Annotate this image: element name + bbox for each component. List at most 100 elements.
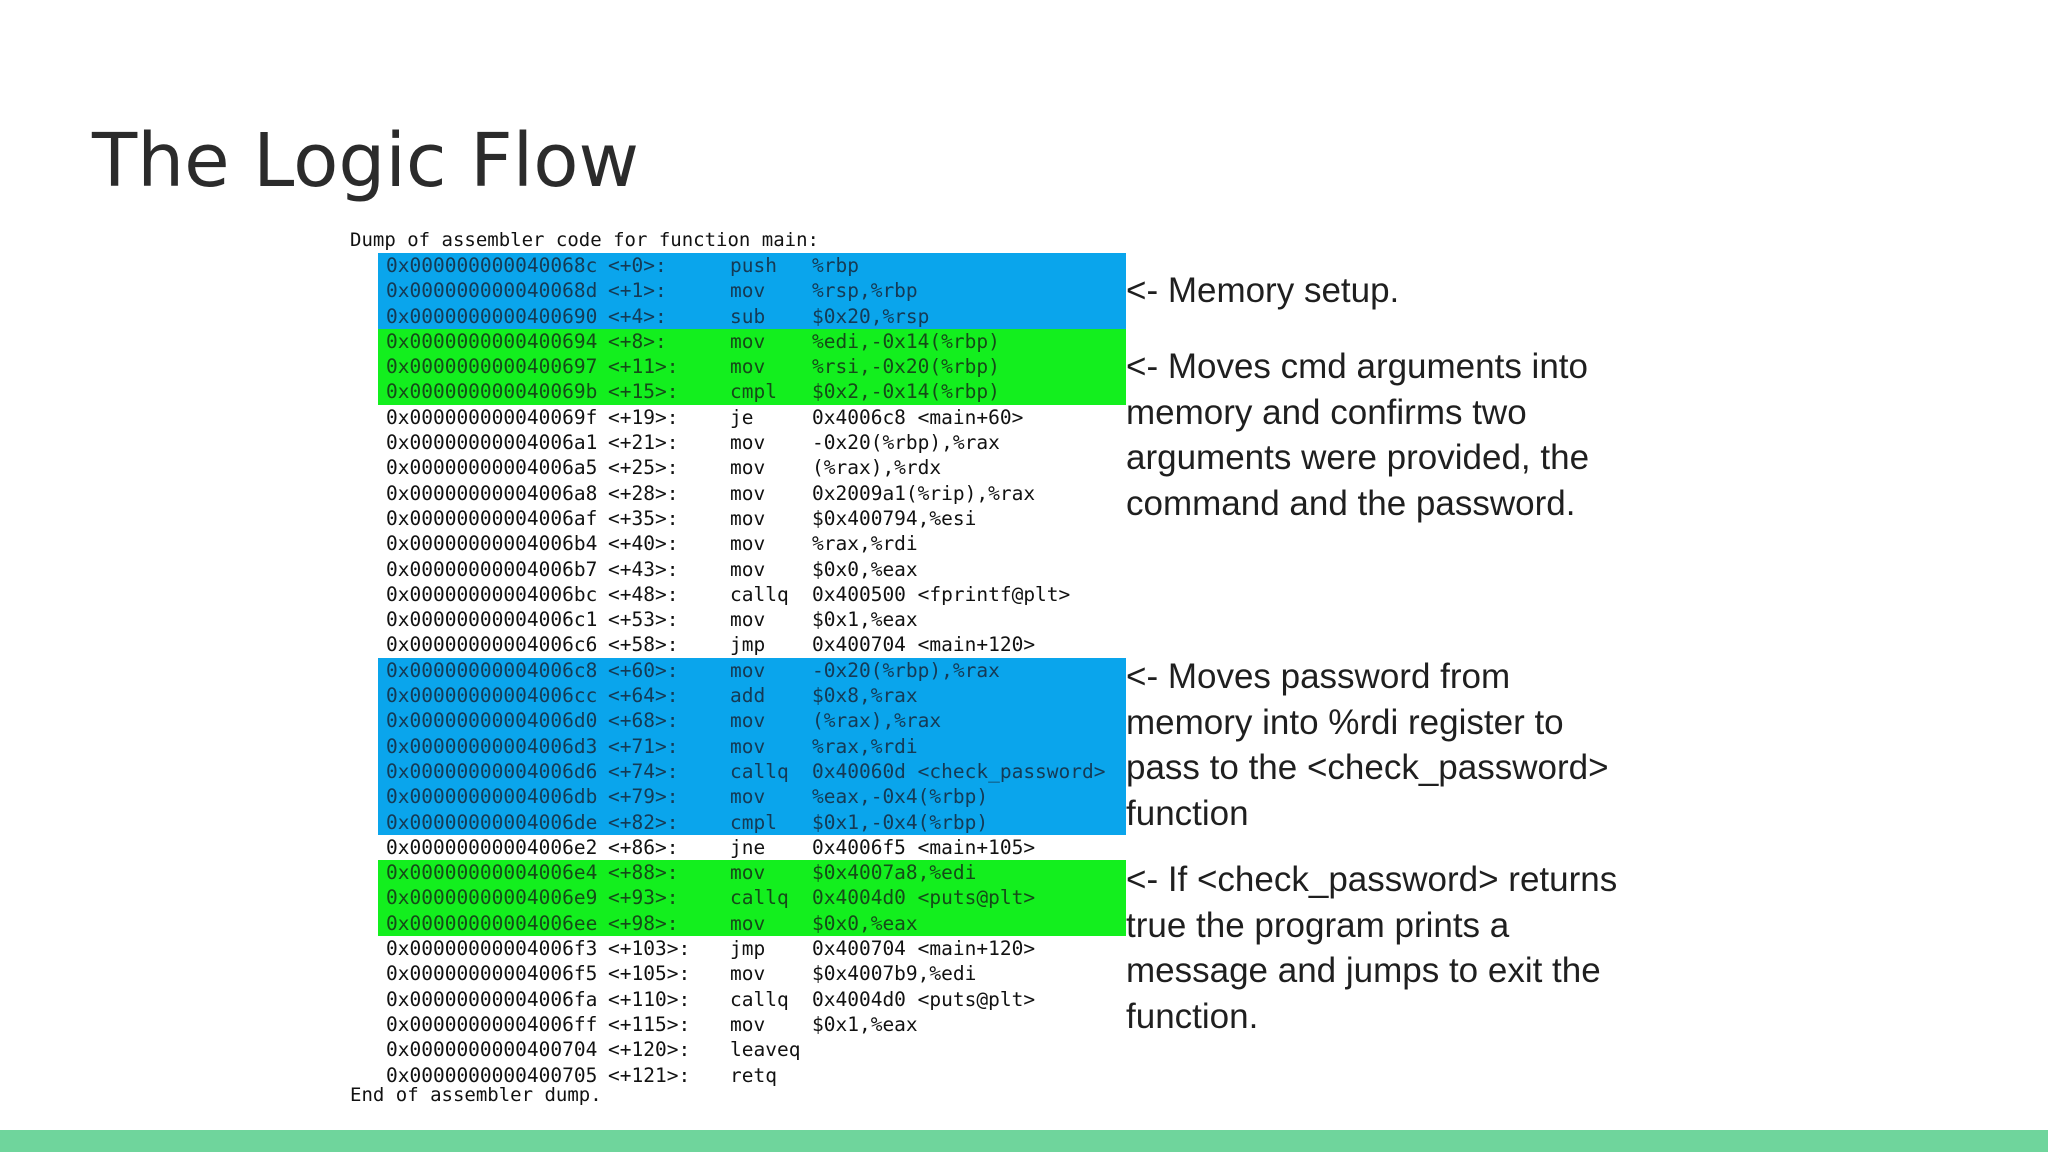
instruction-offset: <+64>: — [608, 684, 679, 708]
instruction-address: 0x00000000004006de — [386, 810, 598, 834]
instruction-operands: %rsp,%rbp — [812, 279, 918, 303]
instruction-address: 0x00000000004006d6 — [386, 759, 598, 783]
instruction-opcode: sub — [730, 304, 766, 328]
instruction-operands: 0x4004d0 <puts@plt> — [812, 987, 1036, 1011]
instruction-offset: <+68>: — [608, 709, 679, 733]
instruction-operands: -0x20(%rbp),%rax — [812, 658, 1000, 682]
instruction-opcode: jne — [730, 835, 766, 859]
instruction-offset: <+25>: — [608, 456, 679, 480]
instruction-offset: <+79>: — [608, 785, 679, 809]
instruction-operands: $0x20,%rsp — [812, 304, 930, 328]
instruction-offset: <+93>: — [608, 886, 679, 910]
instruction-operands: (%rax),%rdx — [812, 456, 942, 480]
instruction-operands: 0x40060d <check_password> — [812, 759, 1106, 783]
instruction-operands: %edi,-0x14(%rbp) — [812, 329, 1000, 353]
assembly-line: 0x00000000004006af<+35>:mov$0x400794,%es… — [378, 506, 1126, 531]
instruction-operands: $0x4007b9,%edi — [812, 962, 977, 986]
assembly-line: 0x00000000004006d6 <+74>: callq 0x40060d <c… — [378, 758, 1126, 785]
instruction-opcode: mov — [730, 506, 766, 530]
instruction-opcode: mov — [730, 608, 766, 632]
instruction-operands: $0x0,%eax — [812, 911, 918, 935]
instruction-opcode: je — [730, 405, 754, 429]
instruction-operands: $0x4007a8,%edi — [812, 861, 977, 885]
instruction-operands: 0x4004d0 <puts@plt> — [812, 886, 1036, 910]
instruction-address: 0x00000000004006d3 — [386, 734, 598, 758]
assembly-line: 0x00000000004006a5<+25>:mov(%rax),%rdx — [378, 455, 1126, 480]
instruction-offset: <+74>: — [608, 759, 679, 783]
assembly-line: 0x00000000004006cc<+64>:add$0x8,%rax — [378, 683, 1126, 709]
instruction-address: 0x00000000004006c1 — [386, 608, 598, 632]
assembly-line: 0x000000000040069b<+15>:cmpl$0x2,-0x14(%… — [378, 379, 1126, 405]
instruction-opcode: jmp — [730, 937, 766, 961]
instruction-address: 0x00000000004006bc — [386, 582, 598, 606]
assembly-line: 0x0000000000400690 <+4>: sub $0x20,%rsp — [378, 303, 1126, 329]
instruction-opcode: mov — [730, 431, 766, 455]
instruction-opcode: mov — [730, 709, 766, 733]
instruction-opcode: mov — [730, 279, 766, 303]
instruction-address: 0x000000000040069f — [386, 405, 598, 429]
instruction-opcode: add — [730, 684, 766, 708]
annotation-check-result: <- If <check_password> returns true the … — [1126, 860, 1618, 1036]
instruction-address: 0x00000000004006f3 — [386, 937, 598, 961]
instruction-address: 0x00000000004006a5 — [386, 456, 598, 480]
instruction-operands: $0x8,%rax — [812, 684, 918, 708]
instruction-address: 0x00000000004006ee — [386, 911, 598, 935]
instruction-operands: $0x0,%eax — [812, 557, 918, 581]
instruction-operands: %rax,%rdi — [812, 532, 918, 556]
instruction-opcode: mov — [730, 861, 766, 885]
instruction-opcode: mov — [730, 911, 766, 935]
assembly-line: 0x0000000000400704<+120>:leaveq — [378, 1037, 1126, 1062]
instruction-address: 0x00000000004006e4 — [386, 861, 598, 885]
instruction-address: 0x00000000004006db — [386, 785, 598, 809]
instruction-opcode: mov — [730, 1012, 766, 1036]
instruction-address: 0x00000000004006fa — [386, 987, 598, 1011]
instruction-opcode: mov — [730, 785, 766, 809]
instruction-offset: <+98>: — [608, 911, 679, 935]
instruction-offset: <+4>: — [608, 304, 667, 328]
instruction-operands: $0x1,%eax — [812, 608, 918, 632]
annotation-memory-setup: <- Memory setup. — [1126, 271, 1400, 310]
instruction-opcode: callq — [730, 759, 789, 783]
assembly-line: 0x0000000000400697<+11>:mov%rsi,-0x20(%r… — [378, 354, 1126, 380]
instruction-address: 0x000000000040068c — [386, 254, 598, 277]
instruction-operands: $0x1,%eax — [812, 1012, 918, 1036]
instruction-opcode: retq — [730, 1063, 777, 1087]
instruction-opcode: mov — [730, 734, 766, 758]
instruction-address: 0x000000000040069b — [386, 380, 598, 404]
instruction-operands: %rsi,-0x20(%rbp) — [812, 355, 1000, 379]
assembly-line: 0x00000000004006a1<+21>:mov-0x20(%rbp),%… — [378, 430, 1126, 455]
footer-accent-bar — [0, 1130, 2048, 1152]
instruction-address: 0x000000000040068d — [386, 279, 598, 303]
instruction-opcode: mov — [730, 481, 766, 505]
instruction-address: 0x00000000004006c6 — [386, 633, 598, 657]
instruction-address: 0x00000000004006af — [386, 506, 598, 530]
assembly-line: 0x00000000004006b7<+43>:mov$0x0,%eax — [378, 557, 1126, 582]
instruction-address: 0x0000000000400690 — [386, 304, 598, 328]
instruction-address: 0x00000000004006a8 — [386, 481, 598, 505]
instruction-operands: %rbp — [812, 254, 859, 277]
assembly-line: 0x00000000004006db<+79>:mov%eax,-0x4(%rb… — [378, 784, 1126, 810]
instruction-offset: <+115>: — [608, 1012, 691, 1036]
instruction-operands: $0x2,-0x14(%rbp) — [812, 380, 1000, 404]
assembler-dump-footer: End of assembler dump. — [350, 1084, 602, 1106]
instruction-opcode: mov — [730, 658, 766, 682]
instruction-offset: <+43>: — [608, 557, 679, 581]
instruction-offset: <+11>: — [608, 355, 679, 379]
instruction-address: 0x00000000004006b7 — [386, 557, 598, 581]
instruction-address: 0x00000000004006c8 — [386, 658, 598, 682]
instruction-opcode: mov — [730, 532, 766, 556]
instruction-operands: 0x400704 <main+120> — [812, 633, 1036, 657]
assembly-line: 0x00000000004006d3<+71>:mov%rax,%rdi — [378, 733, 1126, 759]
assembly-line: 0x00000000004006c1<+53>:mov$0x1,%eax — [378, 607, 1126, 632]
instruction-offset: <+105>: — [608, 962, 691, 986]
assembly-line: 0x00000000004006f5<+105>:mov$0x4007b9,%e… — [378, 961, 1126, 986]
instruction-address: 0x0000000000400694 — [386, 329, 598, 353]
annotation-cmd-arguments: <- Moves cmd arguments into memory and c… — [1126, 347, 1590, 523]
instruction-opcode: callq — [730, 582, 789, 606]
assembly-line: 0x00000000004006e4<+88>:mov$0x4007a8,%ed… — [378, 860, 1126, 886]
instruction-operands: 0x400500 <fprintf@plt> — [812, 582, 1071, 606]
assembly-line: 0x000000000040068d<+1>:mov%rsp,%rbp — [378, 278, 1126, 304]
